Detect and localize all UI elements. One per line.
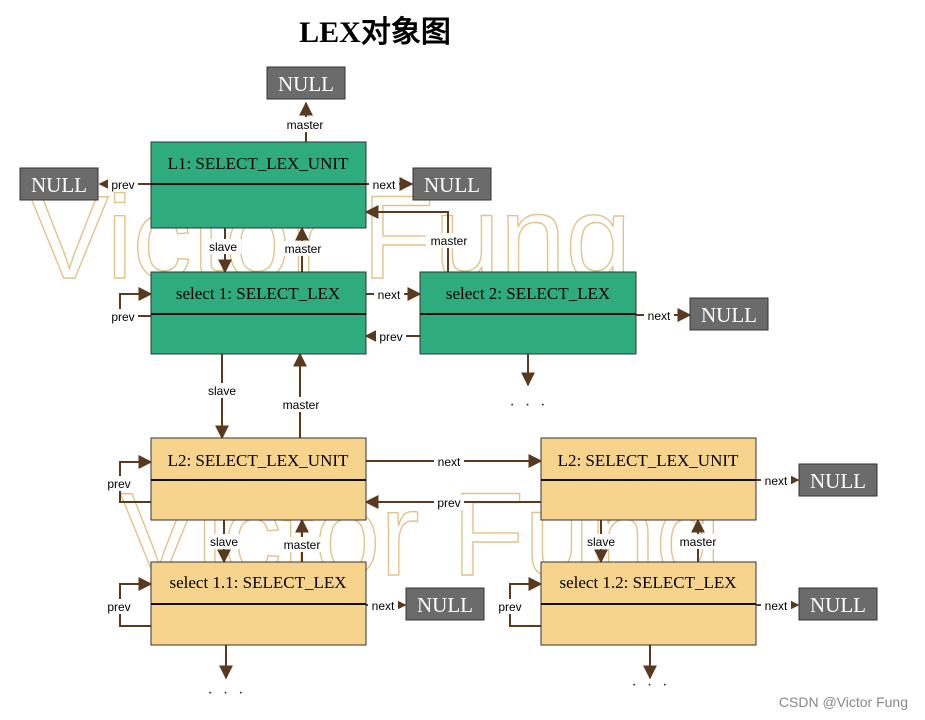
label-l2a-master: master (283, 398, 320, 412)
null-top: NULL (266, 66, 346, 100)
node-select2-label: select 2: SELECT_LEX (446, 284, 610, 303)
label-sel1-master: master (285, 242, 322, 256)
null-sel11-next-label: NULL (417, 593, 473, 617)
label-sel12-master: master (680, 535, 717, 549)
node-select12: select 1.2: SELECT_LEX (540, 561, 757, 646)
null-l2b-next: NULL (798, 463, 878, 497)
page-title: LEX对象图 (299, 16, 451, 49)
ellipsis-sel11: · · · (208, 685, 247, 702)
node-l2a-label: L2: SELECT_LEX_UNIT (168, 451, 349, 470)
null-l1-left-label: NULL (31, 173, 87, 197)
label-l1-prev: prev (111, 178, 134, 192)
node-l2b: L2: SELECT_LEX_UNIT (540, 437, 757, 521)
label-sel2-master: master (431, 234, 468, 248)
node-l2b-label: L2: SELECT_LEX_UNIT (558, 451, 739, 470)
label-l2b-prev: prev (437, 496, 460, 510)
label-l2a-slave: slave (210, 535, 238, 549)
null-top-label: NULL (278, 72, 334, 96)
label-l1-next: next (373, 178, 396, 192)
null-sel12-next: NULL (798, 587, 878, 621)
label-sel11-master: master (284, 538, 321, 552)
null-l2b-next-label: NULL (810, 469, 866, 493)
null-l1-left: NULL (19, 167, 99, 201)
label-sel12-prev: prev (498, 600, 521, 614)
node-select11-label: select 1.1: SELECT_LEX (169, 573, 346, 592)
label-l2b-next: next (765, 474, 788, 488)
node-select1: select 1: SELECT_LEX (150, 271, 367, 355)
label-l2a-prev: prev (107, 477, 130, 491)
null-l1-right: NULL (412, 167, 492, 201)
edge-sel2-master (364, 205, 449, 272)
node-l1-label: L1: SELECT_LEX_UNIT (168, 154, 349, 173)
label-sel11-next: next (372, 599, 395, 613)
node-select2: select 2: SELECT_LEX (419, 271, 637, 355)
label-sel2-next: next (648, 309, 671, 323)
null-sel11-next: NULL (405, 587, 485, 621)
label-sel12-next: next (765, 599, 788, 613)
null-sel2-next: NULL (689, 297, 769, 331)
null-sel12-next-label: NULL (810, 593, 866, 617)
node-l1: L1: SELECT_LEX_UNIT (150, 141, 367, 229)
label-sel11-prev: prev (107, 600, 130, 614)
null-l1-right-label: NULL (424, 173, 480, 197)
ellipsis-sel2: · · · (510, 397, 549, 414)
label-sel1-next: next (378, 288, 401, 302)
node-select1-label: select 1: SELECT_LEX (176, 284, 340, 303)
credit-text: CSDN @Victor Fung (779, 694, 908, 710)
null-sel2-next-label: NULL (701, 303, 757, 327)
node-select12-label: select 1.2: SELECT_LEX (559, 573, 736, 592)
label-l1-master: master (287, 118, 324, 132)
label-l2a-next: next (438, 455, 461, 469)
label-sel2-prev: prev (379, 330, 402, 344)
label-l1-slave: slave (209, 240, 237, 254)
label-sel1-slave: slave (208, 384, 236, 398)
node-select11: select 1.1: SELECT_LEX (150, 561, 367, 646)
node-l2a: L2: SELECT_LEX_UNIT (150, 437, 367, 521)
ellipsis-sel12: · · · (632, 677, 671, 694)
label-l2b-slave: slave (587, 535, 615, 549)
label-sel1-prev: prev (111, 310, 134, 324)
